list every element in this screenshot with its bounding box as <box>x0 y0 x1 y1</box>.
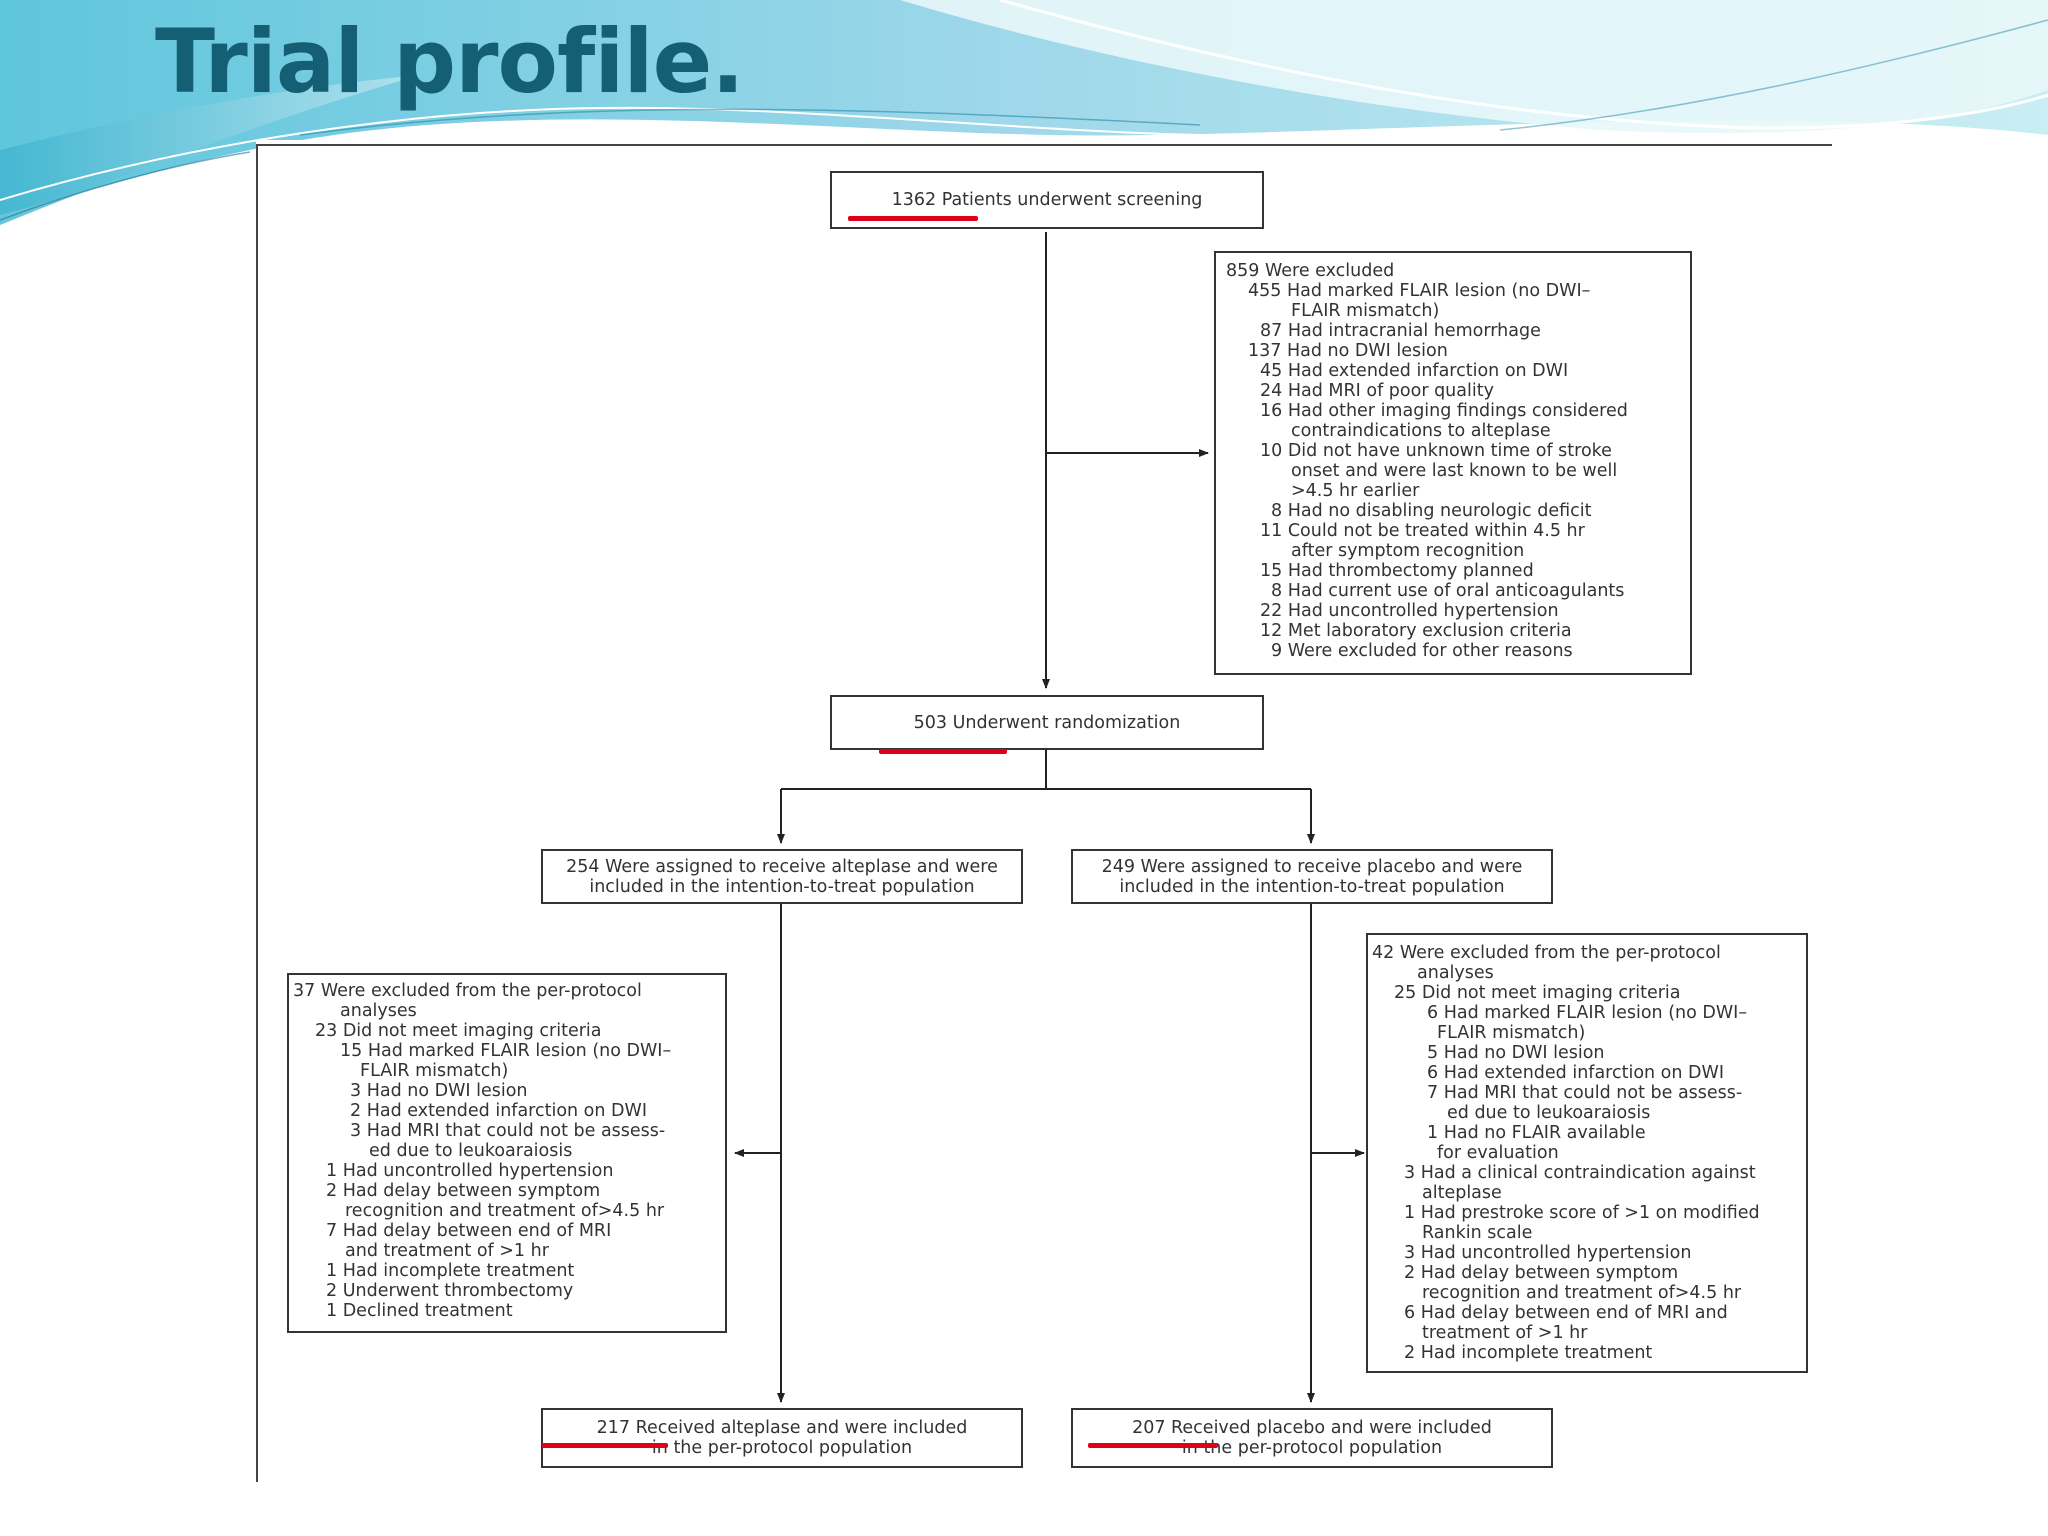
alteplase-excluded-line: 2 Had extended infarction on DWI <box>350 1101 647 1121</box>
placebo-excluded-line: 25 Did not meet imaging criteria <box>1394 983 1681 1003</box>
alteplase-excluded-line: 2 Had delay between symptom <box>326 1181 601 1201</box>
screening-box: 1362 Patients underwent screening <box>830 171 1264 229</box>
figure-border-top <box>256 144 1832 146</box>
excluded-line: 8 Had current use of oral anticoagulants <box>1271 581 1625 601</box>
excluded-line: 12 Met laboratory exclusion criteria <box>1260 621 1572 641</box>
excluded-line: 87 Had intracranial hemorrhage <box>1260 321 1541 341</box>
placebo-excluded-line: FLAIR mismatch) <box>1437 1023 1586 1043</box>
excluded-line: >4.5 hr earlier <box>1291 481 1420 501</box>
screening-text: 1362 Patients underwent screening <box>891 190 1203 210</box>
excluded-line: FLAIR mismatch) <box>1291 301 1440 321</box>
alteplase-assigned-box: 254 Were assigned to receive alteplase a… <box>541 849 1023 904</box>
alteplase-excluded-line: ed due to leukoaraiosis <box>369 1141 573 1161</box>
alteplase-assigned-line: included in the intention-to-treat popul… <box>589 876 975 897</box>
alteplase-pp-highlight <box>542 1443 668 1448</box>
alteplase-excluded-line: analyses <box>340 1001 417 1021</box>
alteplase-assigned-line: 254 Were assigned to receive alteplase a… <box>566 856 998 877</box>
placebo-excluded-line: for evaluation <box>1437 1143 1559 1163</box>
alteplase-excluded-line: 23 Did not meet imaging criteria <box>315 1021 602 1041</box>
placebo-excluded-line: 1 Had no FLAIR available <box>1427 1123 1646 1143</box>
figure-border-left <box>256 144 258 1482</box>
alteplase-excluded-line: 1 Had uncontrolled hypertension <box>326 1161 614 1181</box>
placebo-pp-highlight <box>1088 1443 1218 1448</box>
placebo-excluded-line: 2 Had delay between symptom <box>1404 1263 1679 1283</box>
excluded-line: 137 Had no DWI lesion <box>1248 341 1448 361</box>
excluded-line: 24 Had MRI of poor quality <box>1260 381 1494 401</box>
excluded-line: 10 Did not have unknown time of stroke <box>1260 441 1612 461</box>
alteplase-pp-box: 217 Received alteplase and were included… <box>541 1408 1023 1468</box>
excluded-box: 859 Were excluded 455 Had marked FLAIR l… <box>1214 251 1692 675</box>
flow-connectors <box>734 232 1365 1403</box>
flow-diagram: 1362 Patients underwent screening 859 We… <box>256 140 1832 1482</box>
placebo-pp-line: in the per-protocol population <box>1181 1438 1443 1458</box>
placebo-excluded-line: 2 Had incomplete treatment <box>1404 1343 1653 1363</box>
randomization-box: 503 Underwent randomization <box>830 695 1264 750</box>
placebo-pp-line: 207 Received placebo and were included <box>1132 1418 1492 1438</box>
placebo-excluded-line: 3 Had uncontrolled hypertension <box>1404 1243 1692 1263</box>
alteplase-pp-line: 217 Received alteplase and were included <box>596 1418 968 1438</box>
excluded-line: 11 Could not be treated within 4.5 hr <box>1260 521 1585 541</box>
slide-title: Trial profile. <box>155 10 745 113</box>
placebo-excluded-line: 7 Had MRI that could not be assess- <box>1427 1083 1743 1103</box>
excluded-line: 22 Had uncontrolled hypertension <box>1260 601 1559 621</box>
placebo-assigned-line: 249 Were assigned to receive placebo and… <box>1101 856 1523 877</box>
excluded-line: after symptom recognition <box>1291 541 1525 561</box>
placebo-assigned-box: 249 Were assigned to receive placebo and… <box>1071 849 1553 904</box>
excluded-line: 455 Had marked FLAIR lesion (no DWI– <box>1248 281 1591 301</box>
placebo-pp-box: 207 Received placebo and were included i… <box>1071 1408 1553 1468</box>
excluded-line: onset and were last known to be well <box>1291 461 1618 481</box>
alteplase-excluded-line: and treatment of >1 hr <box>345 1241 549 1261</box>
alteplase-excluded-line: 2 Underwent thrombectomy <box>326 1281 574 1301</box>
placebo-excluded-line: 42 Were excluded from the per-protocol <box>1372 943 1721 963</box>
alteplase-excluded-line: FLAIR mismatch) <box>360 1061 509 1081</box>
placebo-excluded-line: 6 Had delay between end of MRI and <box>1404 1303 1728 1323</box>
placebo-excluded-line: analyses <box>1417 963 1494 983</box>
randomization-text: 503 Underwent randomization <box>913 712 1181 733</box>
alteplase-excluded-line: 1 Had incomplete treatment <box>326 1261 575 1281</box>
excluded-line: 45 Had extended infarction on DWI <box>1260 361 1569 381</box>
placebo-excluded-line: Rankin scale <box>1422 1223 1533 1243</box>
randomization-highlight <box>879 749 1007 754</box>
excluded-line: 16 Had other imaging findings considered <box>1260 401 1628 421</box>
placebo-excluded-line: 6 Had marked FLAIR lesion (no DWI– <box>1427 1003 1748 1023</box>
alteplase-excluded-line: 15 Had marked FLAIR lesion (no DWI– <box>340 1041 672 1061</box>
alteplase-excluded-line: 1 Declined treatment <box>326 1301 513 1321</box>
placebo-assigned-line: included in the intention-to-treat popul… <box>1119 876 1505 897</box>
placebo-excluded-line: 6 Had extended infarction on DWI <box>1427 1063 1724 1083</box>
excluded-line: contraindications to alteplase <box>1291 421 1551 441</box>
placebo-excluded-line: alteplase <box>1422 1183 1502 1203</box>
placebo-excluded-line: 1 Had prestroke score of >1 on modified <box>1404 1203 1760 1223</box>
placebo-excluded-line: 5 Had no DWI lesion <box>1427 1043 1605 1063</box>
alteplase-excluded-line: 37 Were excluded from the per-protocol <box>293 981 642 1001</box>
excluded-line: 8 Had no disabling neurologic deficit <box>1271 501 1592 521</box>
placebo-excluded-line: 3 Had a clinical contraindication agains… <box>1404 1163 1756 1183</box>
screening-highlight <box>848 216 978 221</box>
placebo-excluded-box: 42 Were excluded from the per-protocol a… <box>1366 933 1808 1373</box>
excluded-line: 15 Had thrombectomy planned <box>1260 561 1534 581</box>
alteplase-excluded-box: 37 Were excluded from the per-protocol a… <box>287 973 727 1333</box>
excluded-line: 9 Were excluded for other reasons <box>1271 641 1573 661</box>
placebo-excluded-line: treatment of >1 hr <box>1422 1323 1588 1343</box>
header-decoration <box>0 0 2048 225</box>
excluded-line: 859 Were excluded <box>1226 261 1395 281</box>
alteplase-excluded-line: 3 Had MRI that could not be assess- <box>350 1121 666 1141</box>
alteplase-pp-line: in the per-protocol population <box>651 1438 913 1458</box>
alteplase-excluded-line: 3 Had no DWI lesion <box>350 1081 528 1101</box>
split-line <box>781 750 1311 790</box>
placebo-excluded-line: recognition and treatment of>4.5 hr <box>1422 1283 1742 1303</box>
alteplase-excluded-line: 7 Had delay between end of MRI <box>326 1221 612 1241</box>
placebo-excluded-line: ed due to leukoaraiosis <box>1447 1103 1651 1123</box>
alteplase-excluded-line: recognition and treatment of>4.5 hr <box>345 1201 665 1221</box>
